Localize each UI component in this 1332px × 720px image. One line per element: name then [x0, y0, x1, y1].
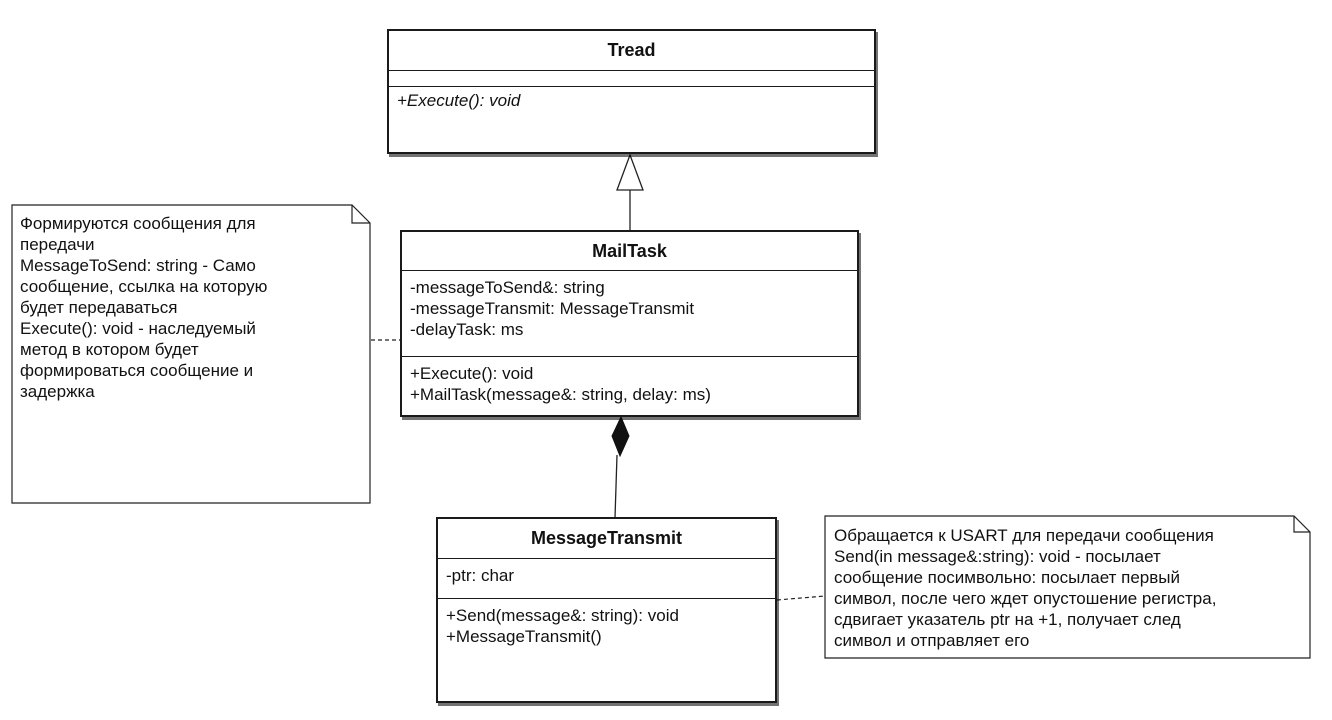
note-left-line: Execute(): void - наследуемый — [20, 319, 256, 338]
class-messagetransmit-attributes: -ptr: char — [438, 559, 775, 599]
note-right-shape — [824, 515, 1311, 659]
note-right-anchor — [776, 595, 826, 601]
composition-diamond — [611, 415, 630, 458]
note-left-line: будет передаваться — [20, 298, 178, 317]
note-right-line: сообщение посимвольно: посылает первый — [834, 568, 1180, 587]
note-left-line: метод в котором будет — [20, 340, 199, 359]
note-left-shape — [11, 204, 371, 504]
class-messagetransmit-operations: +Send(message&: string): void +MessageTr… — [438, 599, 775, 651]
note-right-fold — [1293, 516, 1310, 533]
note-right-line: Send(in message&:string): void - посылае… — [834, 547, 1161, 566]
tread-operation-execute: +Execute(): void — [397, 91, 521, 110]
class-mailtask-attributes: -messageToSend&: string -messageTransmit… — [402, 271, 857, 357]
mailtask-operation: +Execute(): void — [410, 364, 534, 383]
note-left[interactable]: Формируются сообщения для передачи Messa… — [12, 206, 352, 409]
note-right-line: Обращается к USART для передачи сообщени… — [834, 526, 1214, 545]
class-messagetransmit-name: MessageTransmit — [438, 519, 775, 559]
note-left-line: MessageToSend: string - Само — [20, 256, 256, 275]
generalization-arrowhead — [616, 153, 644, 191]
mailtask-operation: +MailTask(message&: string, delay: ms) — [410, 385, 711, 404]
note-left-line: формироваться сообщение и — [20, 361, 254, 380]
note-left-line: передачи — [20, 235, 95, 254]
note-left-line: Формируются сообщения для — [20, 214, 256, 233]
class-mailtask[interactable]: MailTask -messageToSend&: string -messag… — [400, 230, 859, 417]
note-left-line: сообщение, ссылка на которую — [20, 277, 268, 296]
class-tread-attributes — [389, 71, 874, 87]
class-tread-operations: +Execute(): void — [389, 87, 874, 115]
class-mailtask-name: MailTask — [402, 232, 857, 271]
class-tread[interactable]: Tread +Execute(): void — [387, 29, 876, 154]
mailtask-attribute: -messageToSend&: string — [410, 278, 605, 297]
class-messagetransmit[interactable]: MessageTransmit -ptr: char +Send(message… — [436, 517, 777, 703]
messagetransmit-operation: +Send(message&: string): void — [446, 606, 679, 625]
messagetransmit-attribute: -ptr: char — [446, 566, 515, 585]
note-left-line: задержка — [20, 382, 95, 401]
note-right[interactable]: Обращается к USART для передачи сообщени… — [826, 518, 1296, 658]
class-mailtask-operations: +Execute(): void +MailTask(message&: str… — [402, 357, 857, 409]
note-left-fold — [351, 205, 370, 224]
class-tread-name: Tread — [389, 31, 874, 71]
note-right-line: сдвигает указатель ptr на +1, получает с… — [834, 610, 1181, 629]
note-right-line: символ и отправляет его — [834, 631, 1030, 650]
messagetransmit-operation: +MessageTransmit() — [446, 627, 602, 646]
mailtask-attribute: -messageTransmit: MessageTransmit — [410, 299, 695, 318]
note-right-line: символ, после чего ждет опустошение реги… — [834, 589, 1217, 608]
mailtask-attribute: -delayTask: ms — [410, 320, 524, 339]
composition-line — [614, 454, 618, 519]
